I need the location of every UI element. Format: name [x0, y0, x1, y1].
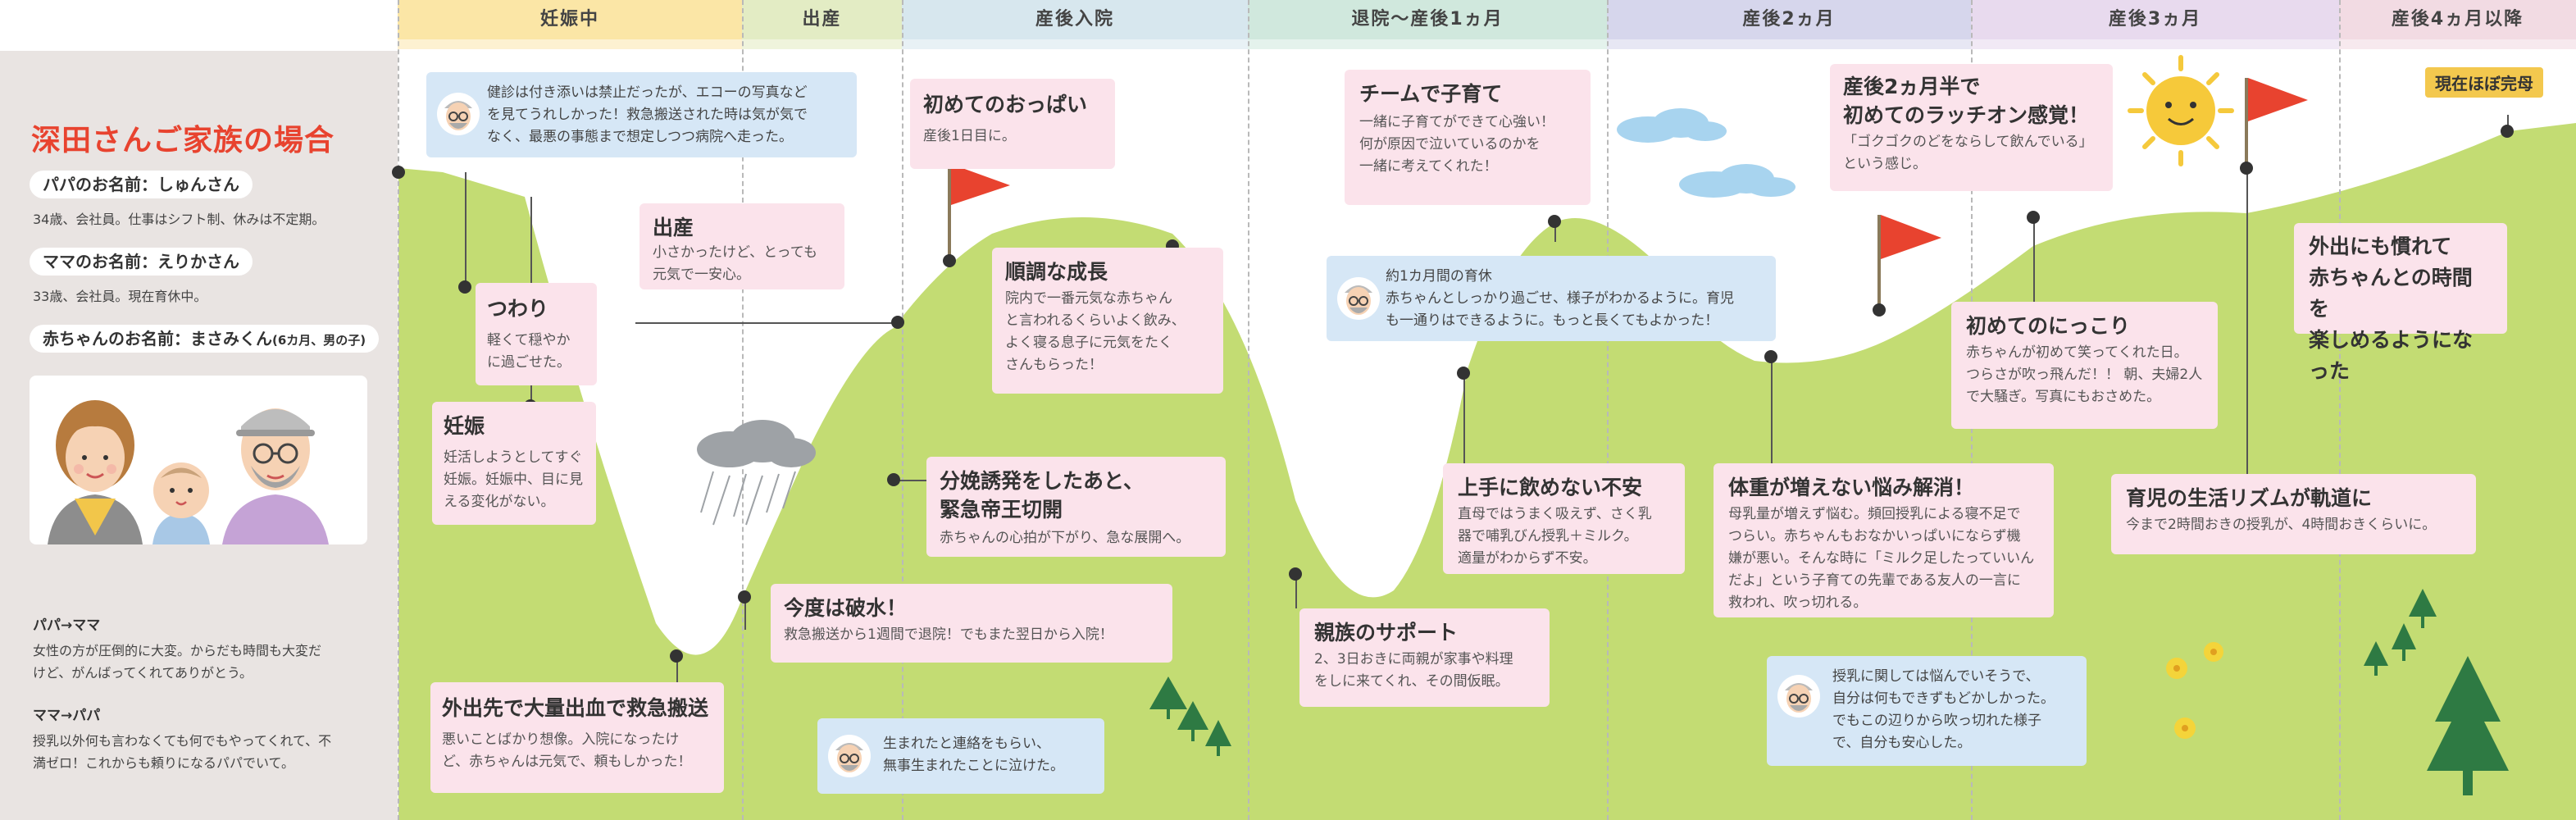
- timeline-dot: [738, 590, 751, 604]
- phase-tab: 退院〜産後1ヵ月: [1248, 0, 1607, 39]
- event-card-bleeding: 外出先で大量出血で救急搬送 悪いことばかり想像。入院になったけど、赤ちゃんは元気…: [430, 682, 724, 793]
- phase-tab: 産後入院: [902, 0, 1248, 39]
- event-card-weight: 体重が増えない悩み解消！ 母乳量が増えず悩む。頻回授乳による寝不足でつらい。赤ち…: [1714, 463, 2054, 617]
- phase-tab: 産後4ヵ月以降: [2339, 0, 2576, 39]
- papa-avatar-icon: [1777, 675, 1820, 718]
- timeline-dot: [458, 280, 471, 294]
- papa-comment-leave: 約1カ月間の育休赤ちゃんとしっかり過ごせ、様子がわかるように。育児も一通りはでき…: [1327, 256, 1776, 341]
- papa-comment-birth: 生まれたと連絡をもらい、無事生まれたことに泣けた。: [817, 718, 1104, 794]
- event-card-tsuwari: つわり 軽くて穏やかに過ごせた。: [476, 283, 597, 385]
- papa-figure: [222, 408, 329, 544]
- event-card-hasui: 今度は破水！ 救急搬送から1週間で退院！でもまた翌日から入院！: [771, 584, 1172, 663]
- mama-figure: [48, 400, 143, 544]
- event-card-ninshin: 妊娠 妊活しようとしてすぐ妊娠。妊娠中、目に見える変化がない。: [432, 402, 596, 525]
- phase-divider: [1607, 0, 1609, 820]
- papa-name: パパのお名前：しゅんさん: [30, 171, 253, 198]
- papa-avatar-icon: [828, 735, 871, 777]
- baby-name: 赤ちゃんのお名前：まさみくん(6カ月、男の子): [30, 325, 380, 353]
- phase-tab: 産後3ヵ月: [1971, 0, 2339, 39]
- timeline-dot: [1548, 215, 1561, 228]
- event-card-teio: 分娩誘発をしたあと、緊急帝王切開 赤ちゃんの心拍が下がり、急な展開へ。: [926, 457, 1226, 557]
- phase-divider: [1248, 0, 1249, 820]
- papa-to-mama-head: パパ→ママ: [33, 617, 101, 634]
- phase-band: [2339, 39, 2576, 49]
- phase-tab: 産後2ヵ月: [1607, 0, 1971, 39]
- timeline-dot: [887, 473, 900, 486]
- timeline-dot: [891, 316, 904, 329]
- event-card-gaishutsu: 外出にも慣れて赤ちゃんとの時間を楽しめるようになった: [2294, 223, 2507, 383]
- timeline-dot: [670, 649, 683, 663]
- papa-comment-feeding: 授乳に関しては悩んでいそうで、自分は何もできずもどかしかった。でもこの辺りから吹…: [1767, 656, 2087, 766]
- papa-desc: 34歳、会社員。仕事はシフト制、休みは不定期。: [33, 212, 325, 227]
- phase-tab: 出産: [742, 0, 902, 39]
- timeline-dot: [2240, 162, 2253, 175]
- papa-comment-checkup: 健診は付き添いは禁止だったが、エコーの写真などを見てうれしかった！救急搬送された…: [426, 72, 857, 157]
- family-title: 深田さんご家族の場合: [31, 124, 335, 157]
- fully-breastfeeding-tag: 現在ほぼ完母: [2425, 67, 2543, 98]
- phase-divider: [902, 0, 903, 820]
- phase-band: [1248, 39, 1607, 49]
- phase-band: [1971, 39, 2339, 49]
- baby-figure: [152, 462, 210, 544]
- event-card-seichou: 順調な成長 院内で一番元気な赤ちゃんと言われるくらいよく飲み、よく寝る息子に元気…: [992, 248, 1223, 394]
- timeline-dot: [2027, 211, 2040, 224]
- papa-avatar-icon: [437, 93, 480, 135]
- mama-desc: 33歳、会社員。現在育休中。: [33, 289, 207, 304]
- mama-to-papa-head: ママ→パパ: [33, 708, 101, 724]
- mama-to-papa-message: 授乳以外何も言わなくても何でもやってくれて、不満ゼロ！これからも頼りになるパパで…: [33, 733, 332, 771]
- papa-to-mama-message: 女性の方が圧倒的に大変。からだも時間も大変だけど、がんばってくれてありがとう。: [33, 643, 322, 681]
- phase-tab: 妊娠中: [398, 0, 742, 39]
- phase-divider: [742, 0, 744, 820]
- phase-band: [1607, 39, 1971, 49]
- papa-avatar-icon: [1337, 277, 1380, 320]
- event-card-nomenai: 上手に飲めない不安 直母ではうまく吸えず、さく乳器で哺乳びん授乳＋ミルク。適量が…: [1443, 463, 1685, 574]
- event-card-oppai: 初めてのおっぱい 産後1日目に。: [910, 79, 1115, 169]
- event-card-shinzoku: 親族のサポート 2、3日おきに両親が家事や料理をしに来てくれ、その間仮眠。: [1299, 608, 1550, 707]
- phase-band: [902, 39, 1248, 49]
- event-card-shussan: 出産 小さかったけど、とっても元気で一安心。: [639, 203, 844, 289]
- phase-band: [742, 39, 902, 49]
- timeline-dot: [2501, 125, 2514, 138]
- event-card-nikkori: 初めてのにっこり 赤ちゃんが初めて笑ってくれた日。つらさが吹っ飛んだ！！ 朝、夫…: [1951, 302, 2218, 429]
- event-card-latch: 産後2ヵ月半で初めてのラッチオン感覚！ 「ゴクゴクのどをならして飲んでいる」とい…: [1830, 64, 2113, 191]
- phase-divider: [398, 0, 399, 820]
- event-card-team: チームで子育て 一緒に子育てができて心強い！何が原因で泣いているのかを一緒に考え…: [1345, 70, 1591, 205]
- event-card-rhythm: 育児の生活リズムが軌道に 今まで2時間おきの授乳が、4時間おきくらいに。: [2111, 474, 2476, 554]
- family-portrait: [30, 376, 367, 544]
- timeline-dot: [1457, 367, 1470, 380]
- phase-divider: [2339, 0, 2341, 820]
- timeline-dot: [1289, 567, 1302, 581]
- family-illustration: [48, 400, 329, 544]
- timeline-dot: [1873, 303, 1886, 317]
- timeline-dot: [943, 254, 956, 267]
- mama-name: ママのお名前：えりかさん: [30, 248, 253, 276]
- phase-band: [398, 39, 742, 49]
- timeline-dot: [1764, 350, 1777, 363]
- timeline-dot: [392, 166, 405, 179]
